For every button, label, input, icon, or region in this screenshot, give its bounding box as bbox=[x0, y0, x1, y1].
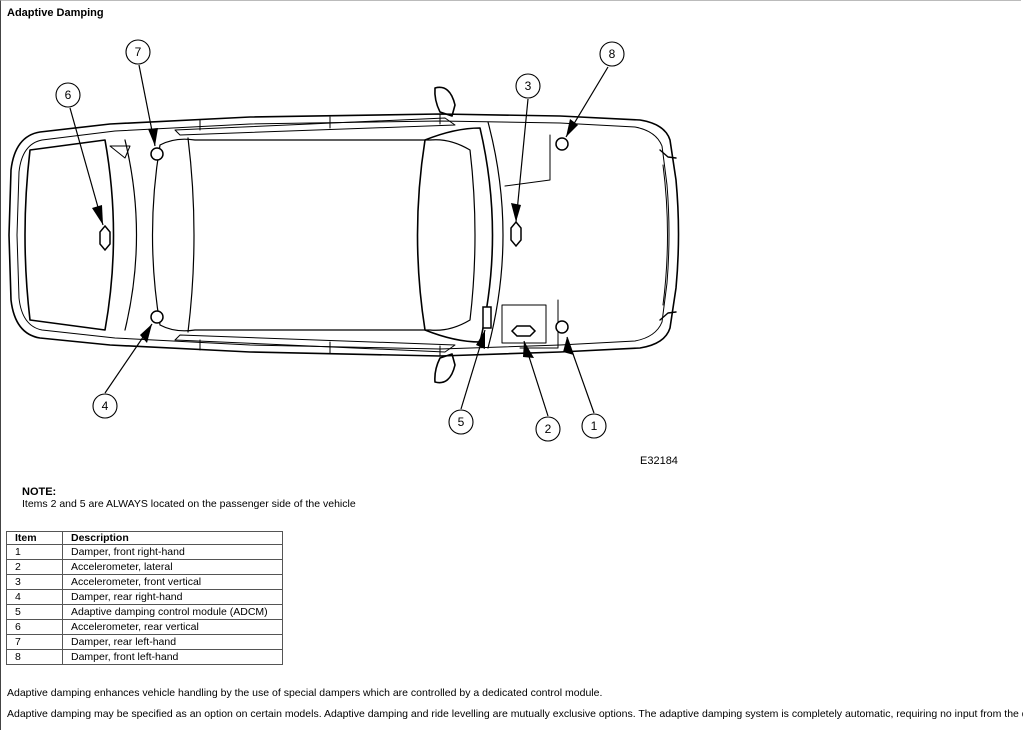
column-header-item: Item bbox=[6, 531, 63, 545]
table-header-row: Item Description bbox=[6, 531, 283, 545]
item-description: Damper, front right-hand bbox=[62, 544, 283, 560]
item-description: Accelerometer, lateral bbox=[62, 559, 283, 575]
item-description: Damper, rear left-hand bbox=[62, 634, 283, 650]
callout-6 bbox=[55, 82, 81, 108]
component-4-damper bbox=[150, 310, 164, 324]
note-text: Items 2 and 5 are ALWAYS located on the … bbox=[22, 498, 356, 510]
item-number: 4 bbox=[6, 589, 63, 605]
windshield bbox=[416, 127, 494, 343]
callout-label-4: 4 bbox=[102, 399, 109, 413]
roof-outline bbox=[151, 138, 476, 332]
callout-label-5: 5 bbox=[458, 415, 465, 429]
rear-window bbox=[24, 139, 115, 331]
callout-4 bbox=[92, 393, 118, 419]
callout-7 bbox=[125, 39, 151, 65]
component-6-accelerometer bbox=[99, 224, 111, 252]
callout-2 bbox=[535, 416, 561, 442]
item-description: Damper, rear right-hand bbox=[62, 589, 283, 605]
item-number: 1 bbox=[6, 544, 63, 560]
item-description: Accelerometer, front vertical bbox=[62, 574, 283, 590]
callout-3 bbox=[515, 73, 541, 99]
callout-label-2: 2 bbox=[545, 422, 552, 436]
component-7-damper bbox=[150, 147, 164, 161]
component-8-damper bbox=[555, 137, 569, 151]
paragraph-options: Adaptive damping may be specified as an … bbox=[7, 708, 1023, 720]
note-block: NOTE: Items 2 and 5 are ALWAYS located o… bbox=[22, 486, 356, 510]
callout-5 bbox=[448, 409, 474, 435]
paragraph-intro: Adaptive damping enhances vehicle handli… bbox=[7, 687, 603, 699]
item-number: 2 bbox=[6, 559, 63, 575]
vehicle-diagram: 1 2 3 4 5 6 7 8 bbox=[8, 39, 680, 442]
item-number: 8 bbox=[6, 649, 63, 665]
note-title: NOTE: bbox=[22, 486, 57, 498]
component-1-damper bbox=[555, 320, 569, 334]
callout-label-8: 8 bbox=[609, 47, 616, 61]
item-number: 5 bbox=[6, 604, 63, 620]
item-number: 6 bbox=[6, 619, 63, 635]
mirror-top bbox=[434, 86, 456, 117]
item-description: Accelerometer, rear vertical bbox=[62, 619, 283, 635]
callout-label-6: 6 bbox=[65, 88, 72, 102]
car-body-outline bbox=[8, 113, 680, 357]
component-box bbox=[501, 304, 547, 344]
component-2-accelerometer bbox=[510, 325, 537, 337]
component-3-accelerometer bbox=[510, 220, 522, 248]
callout-label-1: 1 bbox=[591, 419, 598, 433]
callout-label-7: 7 bbox=[135, 45, 142, 59]
column-header-description: Description bbox=[62, 531, 283, 545]
item-number: 7 bbox=[6, 634, 63, 650]
mirror-bottom bbox=[434, 353, 456, 384]
page-title: Adaptive Damping bbox=[7, 7, 104, 19]
callout-1 bbox=[581, 413, 607, 439]
item-description: Damper, front left-hand bbox=[62, 649, 283, 665]
item-description: Adaptive damping control module (ADCM) bbox=[62, 604, 283, 620]
item-number: 3 bbox=[6, 574, 63, 590]
callout-label-3: 3 bbox=[525, 79, 532, 93]
callout-8 bbox=[599, 41, 625, 67]
component-5-module bbox=[482, 306, 492, 329]
figure-code: E32184 bbox=[640, 455, 678, 467]
